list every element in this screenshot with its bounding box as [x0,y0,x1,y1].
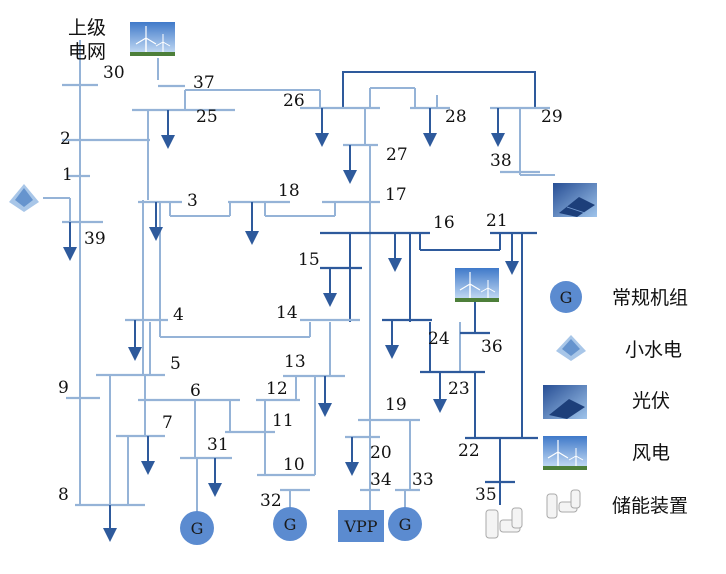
generator-symbol: G [191,519,204,538]
bus-label: 21 [486,211,508,231]
bus-label: 25 [196,107,218,127]
bus-label: 32 [260,491,282,511]
bus-label: 20 [370,443,392,463]
bus-label: 15 [298,250,320,270]
hydro-icon [5,180,43,216]
vpp-label: VPP [343,517,377,536]
bus-label: 4 [173,305,184,325]
legend-item-generator: G 常规机组 [550,281,688,313]
loads [63,108,519,542]
battery-storage-icon [546,489,581,519]
bus-label: 10 [283,455,305,475]
bus-label: 12 [266,379,288,399]
generator-g33: G [388,507,422,541]
battery-storage-icon [485,507,523,539]
transmission-lines-light [40,40,555,505]
bus-label: 23 [448,379,470,399]
generator-icon [273,507,307,541]
bus-label: 5 [170,354,181,374]
wind-turbine-icon [130,22,175,56]
generator-g31: G [180,511,214,545]
legend-item-wind [543,436,587,470]
bus-label: 11 [272,411,294,431]
wind-turbine-icon [543,436,587,470]
bus-label: 8 [58,485,69,505]
bus-labels: 上级 电网 30 37 25 26 28 29 27 38 2 1 39 3 1… [58,17,563,511]
legend-label: 光伏 [632,390,670,412]
bus-label: 24 [428,329,450,349]
bus-label: 7 [162,413,173,433]
bus-label: 38 [490,151,512,171]
bus-label: 16 [433,213,455,233]
bus-label: 27 [386,145,408,165]
generator-symbol: G [399,515,412,534]
solar-panel-icon [543,385,587,419]
bus-label: 3 [187,191,198,211]
bus-label: 28 [445,107,467,127]
vpp-34: VPP [338,510,384,542]
bus-label: 26 [283,91,305,111]
generator-icon [388,507,422,541]
grid-label-line2: 电网 [68,41,106,63]
bus-label: 31 [207,435,229,455]
generator-icon [180,511,214,545]
bus-label: 30 [103,63,125,83]
legend-item-hydro [552,333,590,365]
bus-label: 6 [190,381,201,401]
grid-label-line1: 上级 [68,17,106,39]
bus-label: 17 [385,185,407,205]
generator-icon [550,281,582,313]
bus-label: 18 [278,181,300,201]
bus-label: 36 [481,337,503,357]
legend-item-storage [546,489,581,519]
legend-label: 常规机组 [612,287,688,309]
legend-label: 小水电 [625,339,682,361]
bus-label: 39 [84,229,106,249]
generator-g32: G [273,507,307,541]
bus-label: 35 [475,485,497,505]
bus-label: 37 [193,73,215,93]
wind-turbine-icon [455,268,499,302]
bus-label: 33 [412,470,434,490]
hydro-icon [552,333,590,365]
bus-label: 2 [60,129,71,149]
bus-label: 19 [385,395,407,415]
generator-symbol: G [560,288,573,307]
bus-label: 9 [58,378,69,398]
bus-label: 14 [276,303,298,323]
legend-item-solar [543,385,587,419]
buses [62,83,550,507]
legend-label: 风电 [632,442,670,464]
vpp-box [338,510,384,542]
legend: G 常规机组 小水电 光伏 [543,281,688,519]
transmission-lines-dark [342,71,536,505]
bus-label: 22 [458,441,480,461]
bus-label: 1 [62,165,73,185]
bus-label: 34 [370,470,392,490]
bus-label: 13 [284,352,306,372]
bus-label: 29 [541,107,563,127]
legend-label: 储能装置 [612,495,688,517]
generator-symbol: G [284,515,297,534]
solar-panel-icon [553,183,597,217]
